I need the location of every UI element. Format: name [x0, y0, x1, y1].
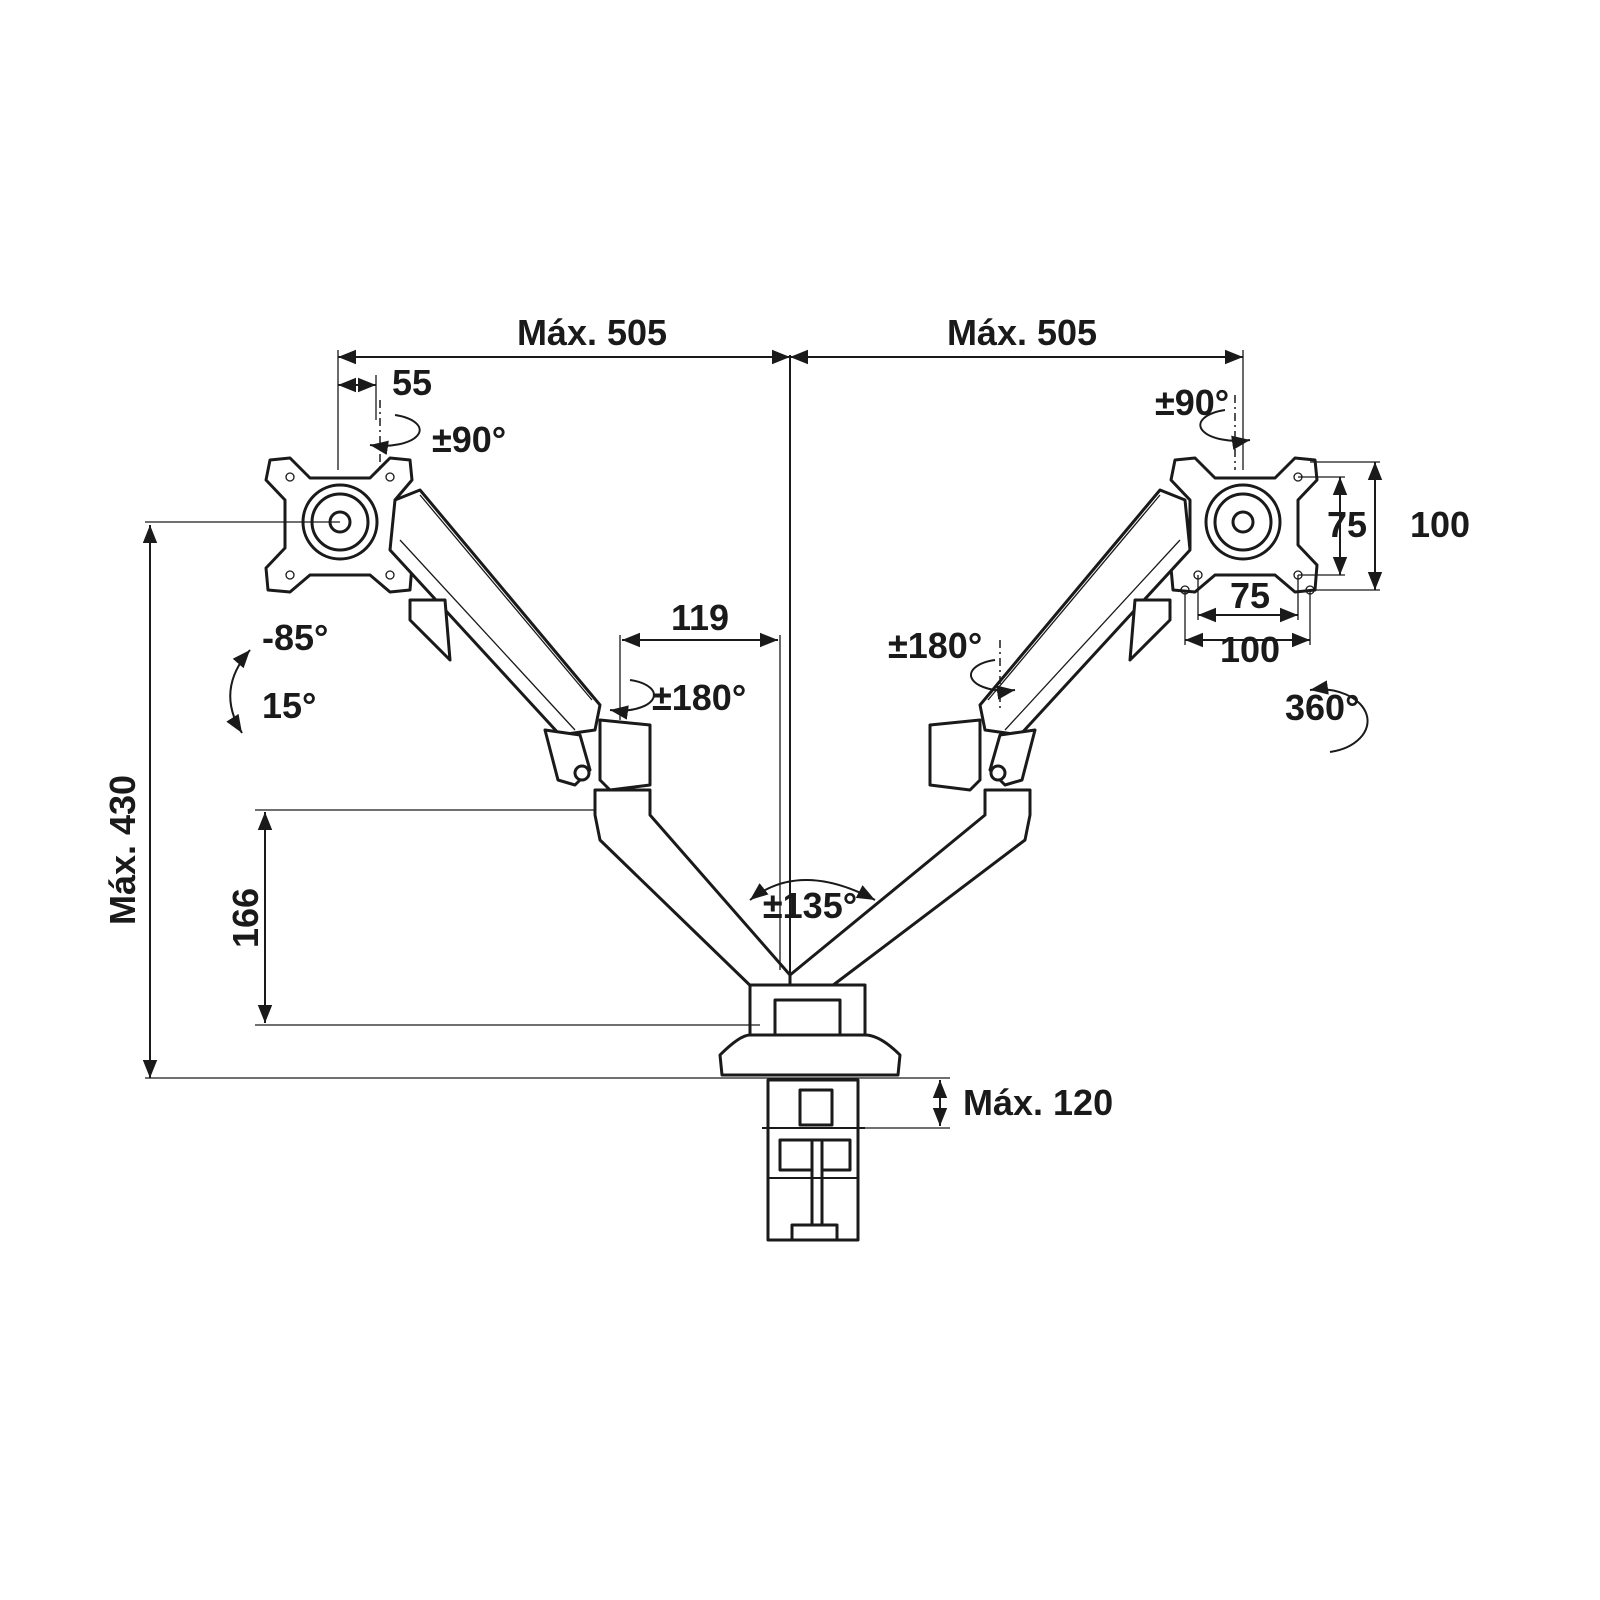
vesa-100-vertical-label: 100: [1410, 504, 1470, 545]
vesa-100-horizontal-label: 100: [1220, 629, 1280, 670]
vesa-75-horizontal-label: 75: [1230, 575, 1270, 616]
clamp-max-label: Máx. 120: [963, 1082, 1113, 1123]
reach-dimension: [337, 349, 1244, 470]
left-vesa-plate: [145, 456, 414, 594]
rotation-arrows: [226, 395, 1369, 901]
left-upper-arm: [388, 488, 652, 792]
right-plate-swivel-label: ±90°: [1155, 382, 1229, 423]
right-joint-rotation-label: ±180°: [888, 625, 982, 666]
right-vesa-plate: [1169, 456, 1319, 595]
max-reach-left-label: Máx. 505: [517, 312, 667, 353]
left-plate-swivel-label: ±90°: [432, 419, 506, 460]
desk-base: [718, 983, 902, 1077]
vesa-dimensions: [1184, 461, 1383, 648]
max-height-label: Máx. 430: [102, 775, 143, 925]
desk-clamp: [762, 1078, 865, 1242]
offset-label: 55: [392, 362, 432, 403]
plate-rotation-label: 360°: [1285, 687, 1359, 728]
tilt-up-label: -85°: [262, 617, 328, 658]
pole-height-label: 166: [225, 888, 266, 948]
base-rotation-label: ±135°: [763, 885, 857, 926]
right-upper-arm: [928, 488, 1192, 792]
vesa-75-vertical-label: 75: [1327, 504, 1367, 545]
left-joint-rotation-label: ±180°: [652, 677, 746, 718]
arm-offset-label: 119: [671, 597, 729, 638]
tilt-down-label: 15°: [262, 685, 316, 726]
max-reach-right-label: Máx. 505: [947, 312, 1097, 353]
